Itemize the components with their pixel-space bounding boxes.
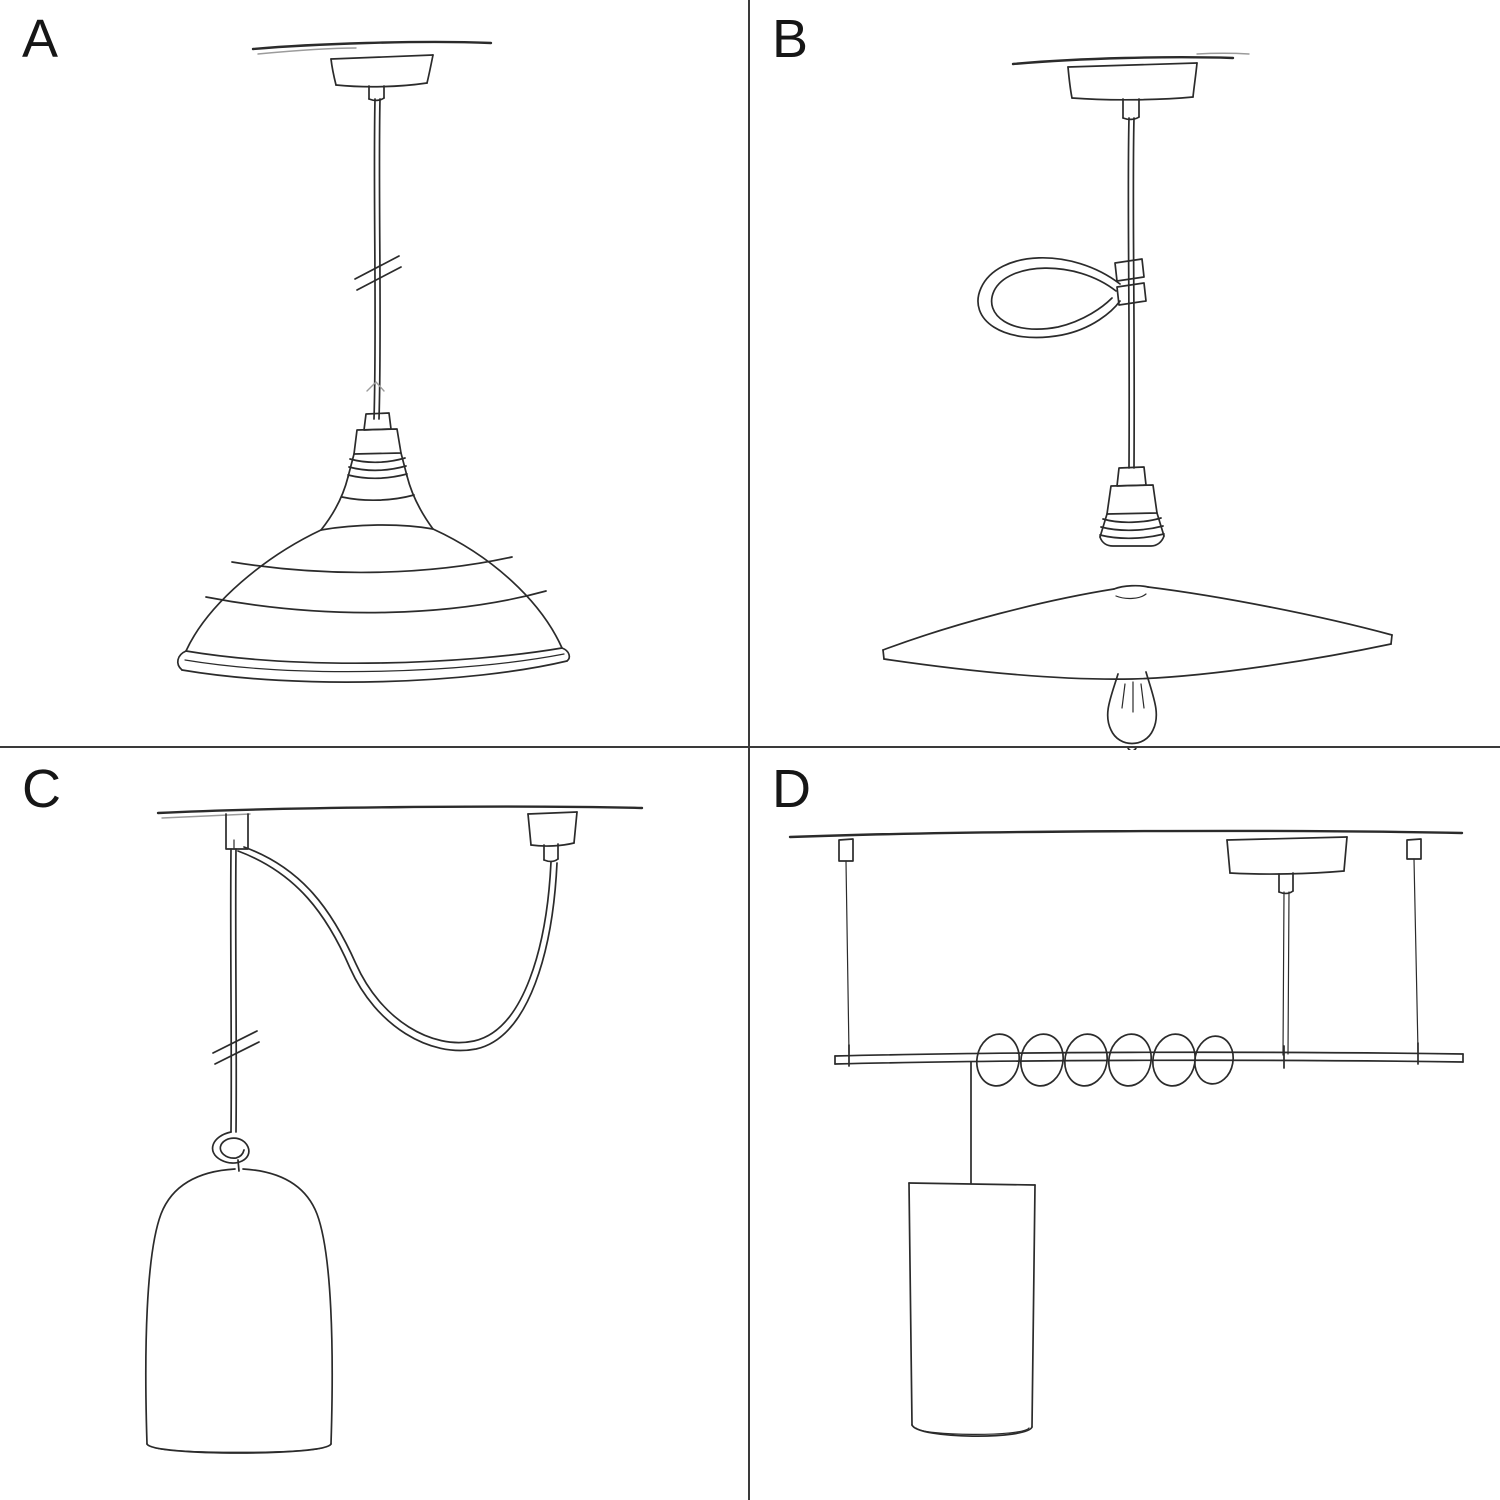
quadrant-b: B [750, 0, 1500, 750]
coiled-cable-d [975, 1033, 1235, 1087]
ceiling-rose-a [330, 54, 434, 102]
ceiling-line-d [788, 829, 1464, 839]
swag-cable-c [237, 846, 558, 1052]
cable-hook-loop-b [977, 257, 1147, 339]
swag-hook-c [225, 813, 249, 850]
horizontal-divider [0, 746, 1500, 748]
ceiling-line-a [251, 40, 493, 55]
horizontal-bar-d [834, 1051, 1464, 1065]
quadrant-b-label: B [772, 9, 811, 69]
cylinder-shade-d [908, 1182, 1036, 1437]
ceiling-line-b [1011, 52, 1250, 66]
vertical-divider [748, 0, 750, 1500]
flat-plate-shade-b [882, 584, 1393, 680]
quadrant-c-label: C [22, 759, 63, 819]
drop-cable-c [212, 848, 260, 1133]
lamp-holder-a [320, 412, 434, 531]
left-suspension-wire-d [838, 838, 854, 1067]
quadrant-d-label: D [772, 759, 813, 819]
bar-suspension-coiled-cable-cylinder-shade-sketch [788, 829, 1464, 1437]
swag-pendant-bell-shade-sketch [144, 805, 644, 1454]
pendant-cable-b [1127, 117, 1136, 469]
ceiling-rose-b [1067, 62, 1198, 121]
pendant-flat-shade-bulb-cable-hook-sketch [882, 52, 1393, 750]
quadrant-d: D [750, 750, 1500, 1500]
right-suspension-wire-d [1406, 838, 1422, 1065]
bell-shade-c [144, 1168, 334, 1454]
quadrant-c: C [0, 750, 750, 1500]
cable-knot-c [211, 1131, 250, 1172]
ceiling-rose-c [527, 811, 578, 863]
bowl-shade-a [176, 524, 571, 683]
quadrant-a: A [0, 0, 750, 750]
ceiling-rose-d [1226, 836, 1348, 895]
lamp-holder-b [1099, 466, 1165, 547]
light-bulb-b [1106, 671, 1158, 750]
ceiling-line-c [156, 805, 644, 819]
central-cable-d [1282, 891, 1290, 1069]
pendant-cable-a [354, 98, 402, 420]
quadrant-a-label: A [22, 9, 61, 69]
pendant-bowl-shade-sketch [176, 40, 571, 683]
